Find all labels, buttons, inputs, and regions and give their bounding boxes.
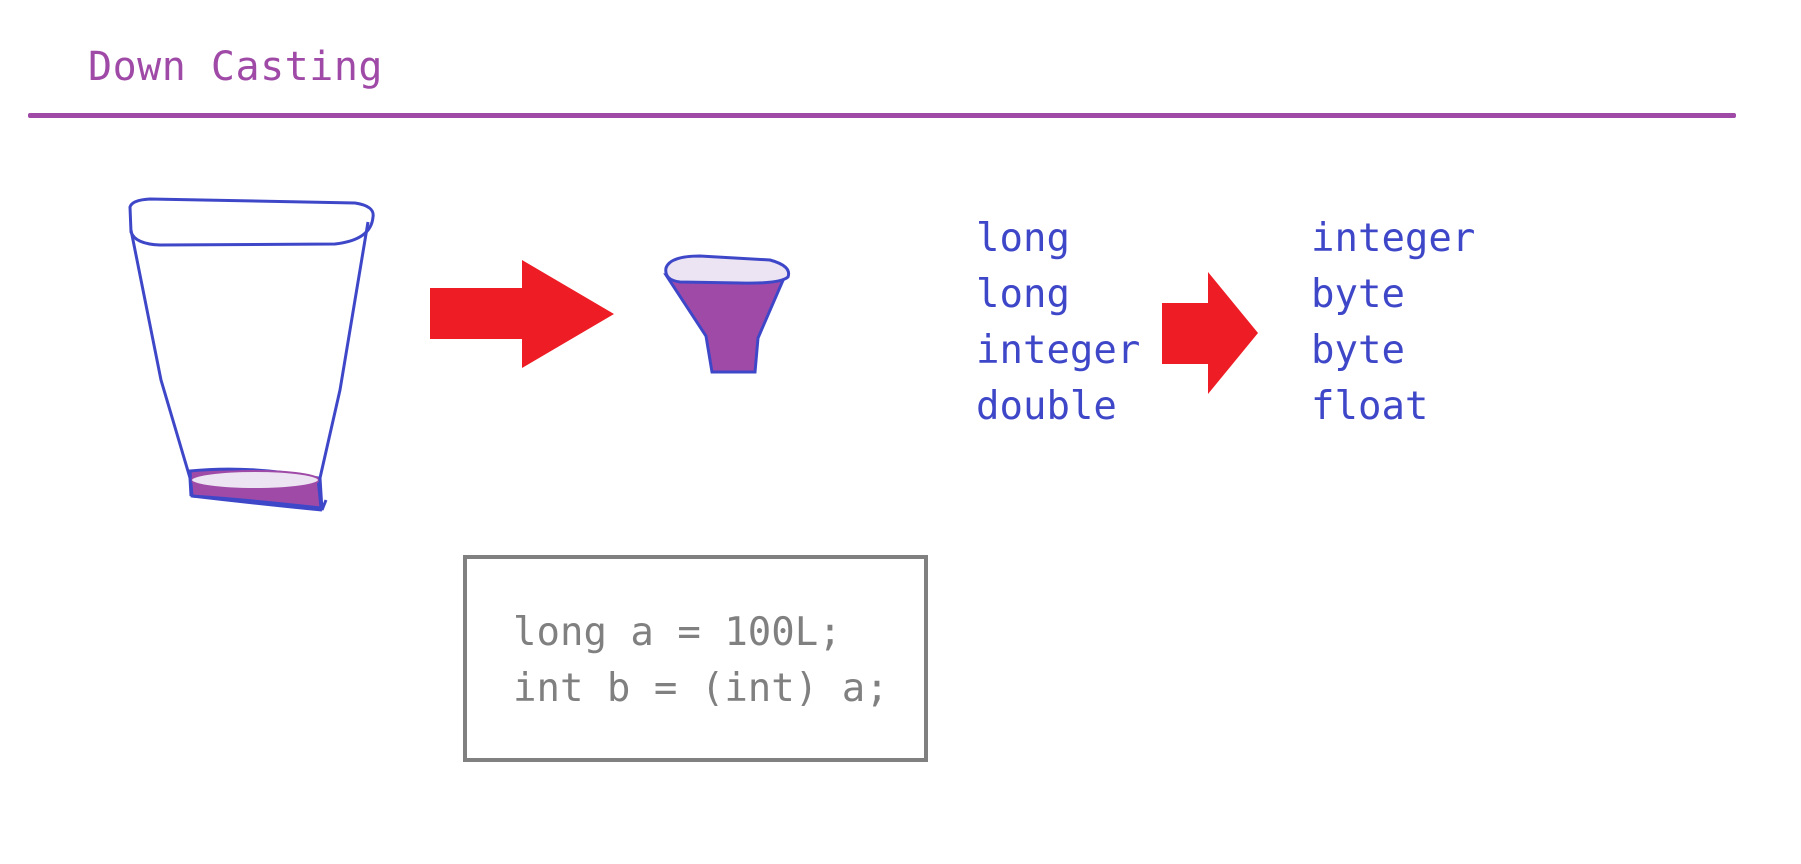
title-underline — [28, 113, 1736, 118]
small-cup-icon — [663, 254, 791, 374]
source-type: long — [976, 272, 1070, 317]
large-cup-icon — [128, 197, 375, 512]
code-snippet-box: long a = 100L; int b = (int) a; — [463, 555, 928, 762]
right-arrow-icon — [1162, 272, 1258, 394]
right-arrow-icon — [430, 260, 614, 368]
source-type: long — [976, 216, 1070, 261]
target-type: integer — [1311, 216, 1476, 261]
target-type: byte — [1311, 328, 1405, 373]
code-line: int b = (int) a; — [513, 666, 889, 711]
code-snippet: long a = 100L; int b = (int) a; — [513, 605, 889, 717]
source-type: double — [976, 384, 1117, 429]
page-title: Down Casting — [88, 44, 383, 90]
source-types-list: long long integer double — [976, 211, 1140, 435]
code-line: long a = 100L; — [513, 610, 842, 655]
target-type: byte — [1311, 272, 1405, 317]
target-types-list: integer byte byte float — [1311, 211, 1475, 435]
target-type: float — [1311, 384, 1429, 429]
source-type: integer — [976, 328, 1141, 373]
